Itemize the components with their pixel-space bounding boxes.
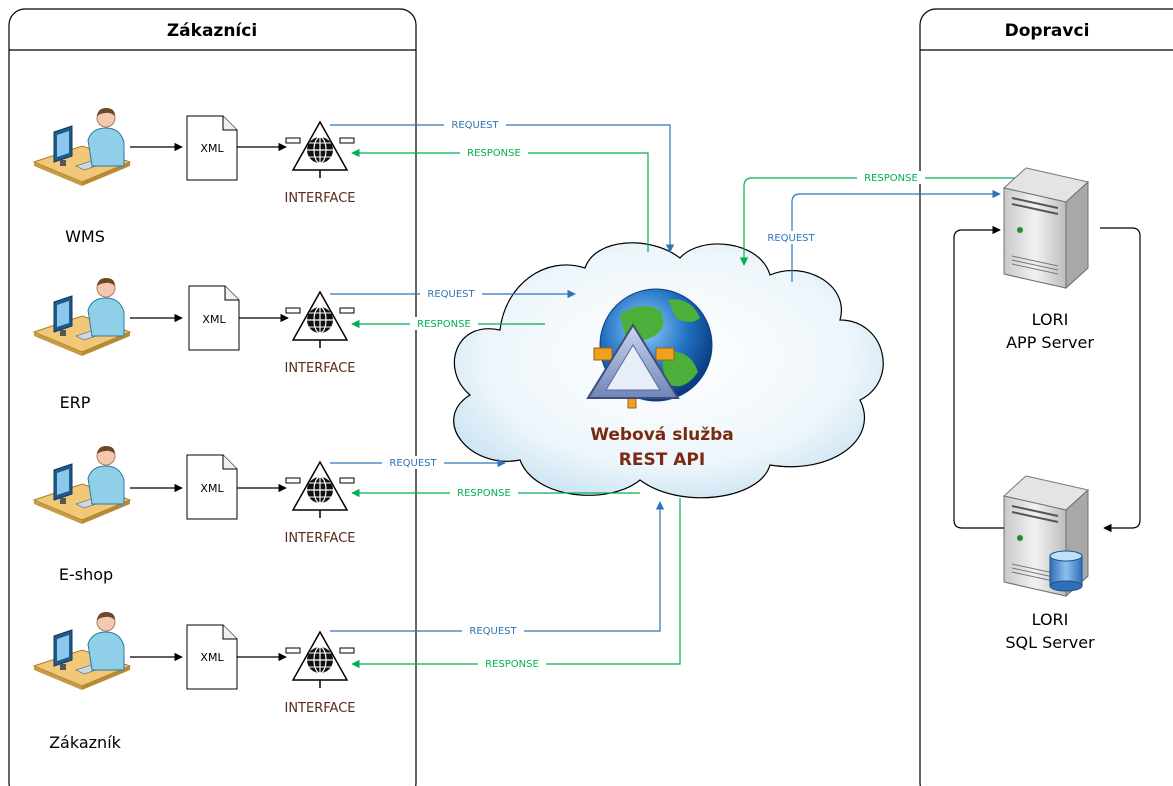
customers-lane-title: Zákazníci [167, 21, 257, 41]
app-server-name: LORI [1032, 310, 1069, 329]
response-label: RESPONSE [457, 488, 511, 499]
interface-globe-triangle-icon [285, 631, 355, 689]
interface-label: INTERFACE [285, 191, 356, 206]
user-at-computer-icon [33, 107, 131, 187]
carriers-lane: Dopravci [919, 8, 1173, 786]
customer-label: WMS [65, 227, 105, 246]
server-tower-icon [1003, 167, 1089, 289]
customer-row-erp: ERP XML INTERFACE REQUEST RESPONSE [33, 277, 576, 412]
response-label: RESPONSE [417, 319, 471, 330]
user-at-computer-icon [33, 445, 131, 525]
server-links [953, 225, 1141, 533]
web-service-globe-icon [586, 288, 713, 409]
xml-label: XML [200, 142, 224, 155]
response-label: RESPONSE [485, 659, 539, 670]
interface-globe-triangle-icon [285, 121, 355, 179]
interface-label: INTERFACE [285, 531, 356, 546]
app-server-type: APP Server [1006, 333, 1094, 352]
service-title: Webová služba [590, 425, 734, 445]
carrier-response-label: RESPONSE [864, 173, 918, 184]
sql-server-type: SQL Server [1005, 633, 1095, 652]
request-label: REQUEST [427, 289, 475, 300]
interface-globe-triangle-icon [285, 291, 355, 349]
carrier-request-label: REQUEST [767, 233, 815, 244]
request-label: REQUEST [451, 120, 499, 131]
carrier-connectors: RESPONSE REQUEST [739, 171, 1035, 282]
xml-label: XML [202, 313, 226, 326]
customer-row-zakaznik: Zákazník XML INTERFACE REQUEST RESPONSE [33, 498, 681, 752]
interface-label: INTERFACE [285, 361, 356, 376]
carriers-lane-title: Dopravci [1005, 21, 1090, 41]
database-cylinder-icon [1049, 550, 1083, 592]
sql-server: LORI SQL Server [1003, 475, 1095, 652]
xml-label: XML [200, 482, 224, 495]
app-server: LORI APP Server [1003, 167, 1094, 352]
sql-server-name: LORI [1032, 610, 1069, 629]
customer-row-eshop: E-shop XML INTERFACE REQUEST RESPONSE [33, 445, 640, 584]
customer-row-wms: WMS XML INTERFACE REQUEST RESPONSE [33, 107, 675, 253]
interface-globe-triangle-icon [285, 461, 355, 519]
customer-label: ERP [60, 393, 91, 412]
request-label: REQUEST [469, 626, 517, 637]
service-subtitle: REST API [619, 450, 705, 470]
customers-lane: Zákazníci [8, 8, 417, 786]
response-label: RESPONSE [467, 148, 521, 159]
customer-label: Zákazník [49, 733, 122, 752]
user-at-computer-icon [33, 611, 131, 691]
xml-label: XML [200, 651, 224, 664]
interface-label: INTERFACE [285, 701, 356, 716]
request-label: REQUEST [389, 458, 437, 469]
user-at-computer-icon [33, 277, 131, 357]
customer-label: E-shop [59, 565, 113, 584]
